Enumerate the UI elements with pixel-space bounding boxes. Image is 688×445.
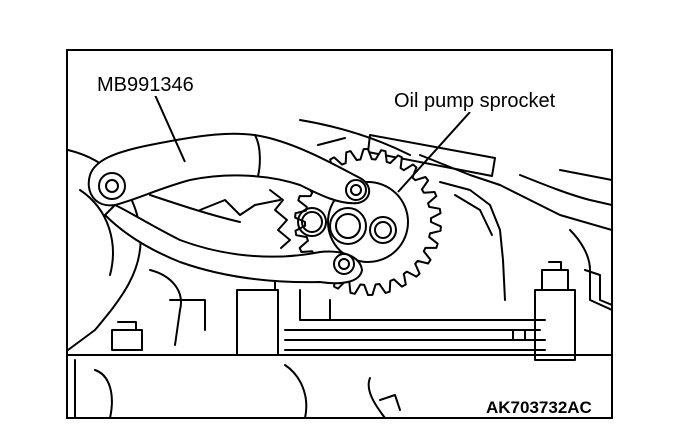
tool-leader-line: [154, 94, 186, 163]
leader-lines: [154, 94, 471, 193]
part-label: Oil pump sprocket: [394, 90, 556, 112]
tensioner-bar: [367, 134, 496, 177]
figure-id-label: AK703732AC: [486, 398, 592, 417]
tool-label: MB991346: [97, 74, 194, 96]
sprocket-hub: [327, 181, 409, 263]
right-housing: [534, 229, 612, 361]
special-tool-mb991346: [87, 132, 371, 285]
part-leader-line: [397, 111, 471, 193]
drive-gear: [269, 189, 397, 249]
